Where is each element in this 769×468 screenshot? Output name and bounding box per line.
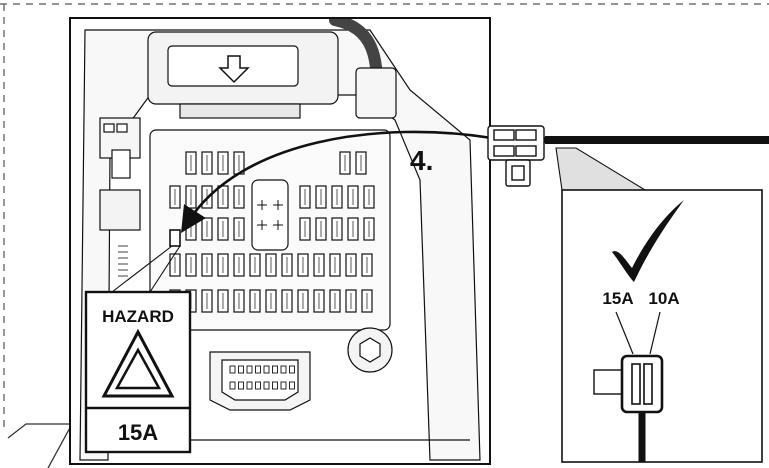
- obd-pin: [255, 365, 261, 374]
- target-fuse-marker: [169, 229, 181, 247]
- obd-pin: [246, 365, 253, 374]
- obd-pin: [238, 381, 244, 390]
- step-number: 4.: [410, 145, 433, 176]
- fuse-tap-connector: [487, 125, 769, 187]
- corner-sheet: [7, 423, 74, 468]
- hazard-rating: 15A: [118, 420, 158, 445]
- obd-pin: [263, 381, 270, 390]
- obd-pin: [289, 365, 295, 374]
- obd-pin: [229, 381, 236, 390]
- check-icon: [612, 200, 684, 282]
- obd-pin: [289, 381, 295, 390]
- fuse-label-right: 10A: [648, 289, 679, 308]
- obd-pin: [229, 365, 236, 374]
- hazard-panel: HAZARD 15A: [84, 290, 192, 454]
- detail-pointer: [555, 147, 647, 191]
- obd-pin: [280, 365, 287, 374]
- hazard-title: HAZARD: [102, 307, 174, 326]
- obd-pin: [246, 381, 253, 390]
- hazard-triangle-icon: [101, 328, 175, 398]
- obd-pin: [272, 365, 278, 374]
- fuse-tap-detail: [593, 354, 664, 462]
- obd-pin: [255, 381, 261, 390]
- obd-pin: [280, 381, 287, 390]
- fuse-label-left: 15A: [602, 289, 633, 308]
- dashed-border: [0, 3, 769, 430]
- obd-pin: [263, 365, 270, 374]
- obd-pin: [272, 381, 278, 390]
- insertion-arrow: [181, 130, 493, 233]
- callout-lines: [111, 245, 181, 293]
- detail-panel: 15A 10A: [561, 189, 763, 463]
- obd-pin: [238, 365, 244, 374]
- fuse-grid: [169, 151, 375, 313]
